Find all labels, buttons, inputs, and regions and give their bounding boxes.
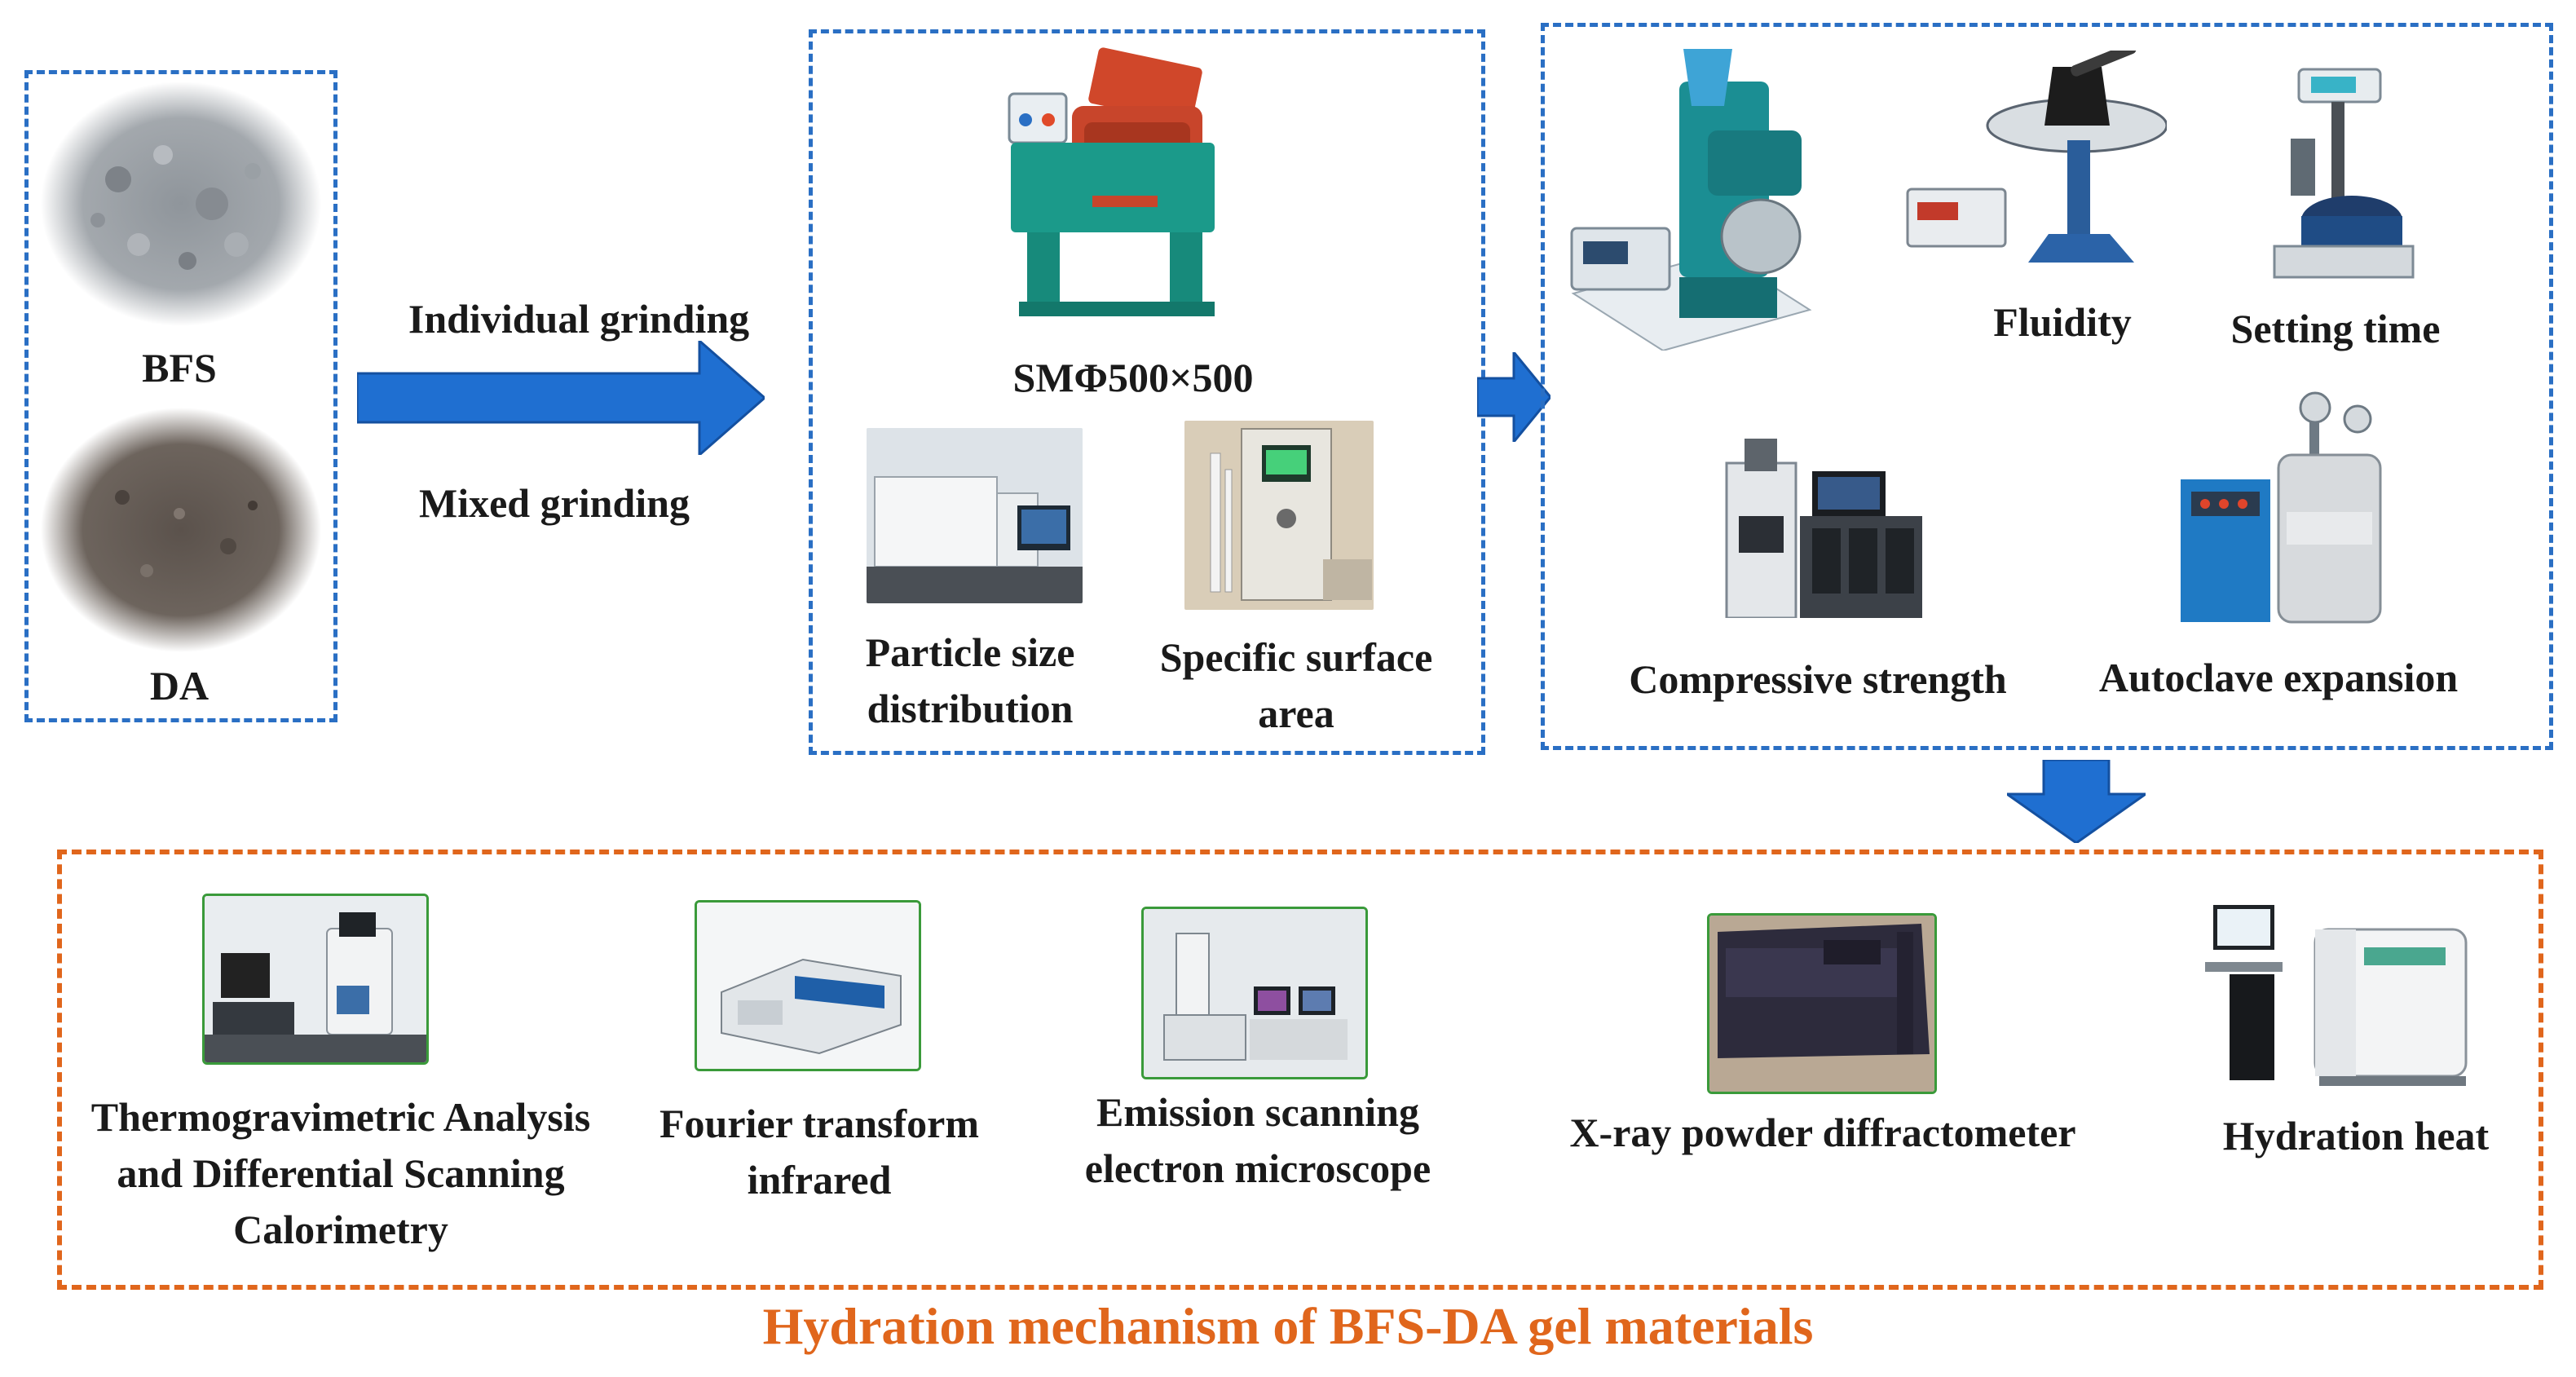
raw-materials-box (24, 70, 337, 722)
to-characterization-arrow (2007, 760, 2146, 843)
characterization-box (57, 850, 2543, 1290)
fluidity-table-image (1906, 51, 2167, 263)
individual-grinding-label: Individual grinding (408, 296, 750, 342)
performance-tests-box (1541, 23, 2553, 750)
fluidity-label: Fluidity (1993, 299, 2132, 345)
bfs-powder-image (41, 82, 322, 326)
setting-time-label: Setting time (2230, 306, 2441, 351)
bfs-label: BFS (142, 345, 217, 391)
da-powder-image (41, 408, 322, 652)
mortar-mixer-image (1570, 49, 1812, 351)
tg-dsc-label: Thermogravimetric Analysis and Different… (90, 1094, 591, 1252)
hydration-heat-label: Hydration heat (2222, 1113, 2490, 1159)
ftir-label: Fourier transform infrared (659, 1101, 980, 1203)
fesem-image (1141, 907, 1368, 1079)
compression-machine-image (1725, 439, 1922, 618)
ball-mill-image (1008, 47, 1215, 316)
setting-time-apparatus-image (2273, 68, 2415, 279)
compressive-strength-label: Compressive strength (1629, 656, 2007, 702)
ftir-image (695, 900, 921, 1071)
mill-model-label: SMΦ500×500 (1012, 355, 1254, 400)
fesem-label: Emission scanning electron microscope (1084, 1089, 1431, 1191)
hydration-heat-calorimeter-image (2205, 905, 2468, 1086)
autoclave-expansion-label: Autoclave expansion (2098, 655, 2459, 700)
grinding-arrow (357, 341, 765, 455)
to-tests-arrow (1477, 352, 1550, 442)
particle-size-analyzer-image (867, 428, 1083, 603)
surface-area-label: Specific surface area (1159, 634, 1433, 736)
autoclave-image (2181, 391, 2382, 624)
tg-dsc-image (202, 894, 429, 1065)
particle-size-label: Particle size distribution (865, 629, 1075, 731)
hydration-mechanism-title: Hydration mechanism of BFS-DA gel materi… (762, 1297, 1814, 1355)
xrd-image (1707, 913, 1937, 1094)
xrd-label: X-ray powder diffractometer (1569, 1110, 2076, 1155)
da-label: DA (149, 663, 210, 708)
surface-area-tester-image (1184, 421, 1374, 610)
mixed-grinding-label: Mixed grinding (419, 480, 690, 526)
